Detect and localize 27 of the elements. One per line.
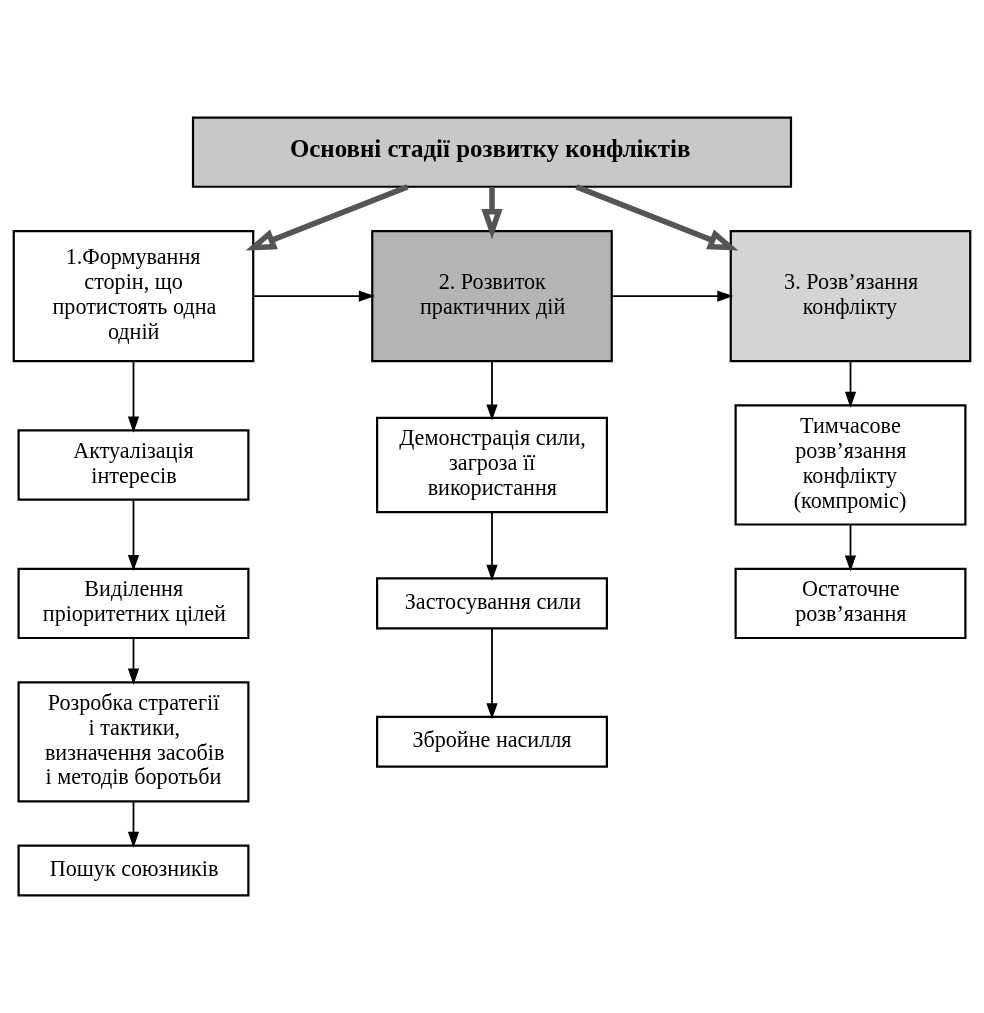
arrow: [127, 637, 140, 685]
arrow: [486, 360, 498, 421]
node-box: Пошук союзників: [17, 844, 250, 897]
node-box: Розробка стратегії і тактики, визначення засобів і методів боротьби: [17, 681, 250, 803]
arrow: [127, 800, 140, 848]
node-box: Збройне насилля: [376, 715, 608, 768]
arrow: [486, 511, 498, 581]
arrow: [844, 360, 857, 408]
arrow: [610, 290, 734, 302]
node-box: 2. Розвиток практичних дій: [371, 229, 613, 363]
arrow: [127, 499, 140, 572]
arrow: [481, 187, 503, 240]
arrow: [486, 627, 498, 720]
node-box: Актуалізація інтересів: [17, 429, 250, 501]
node-box: Застосування сили: [376, 577, 608, 630]
node-box: Тимчасове розв’язання конфлікту (компроміс): [734, 404, 967, 526]
node-box: 1.Формування сторін, що протистоять одна одній: [12, 229, 255, 363]
arrow: [127, 360, 140, 433]
node-box: 3. Розв’язання конфлікту: [729, 229, 972, 363]
arrow: [252, 290, 375, 302]
node-box: Основні стадії розвитку конфліктів: [191, 116, 793, 188]
node-box: Остаточне розв’язання: [734, 567, 967, 640]
node-box: Виділення пріоритетних цілей: [17, 567, 250, 640]
node-box: Демонстрація сили, загроза її використання: [376, 416, 608, 514]
arrow: [575, 184, 739, 251]
arrow: [844, 523, 857, 572]
arrow: [245, 184, 409, 251]
